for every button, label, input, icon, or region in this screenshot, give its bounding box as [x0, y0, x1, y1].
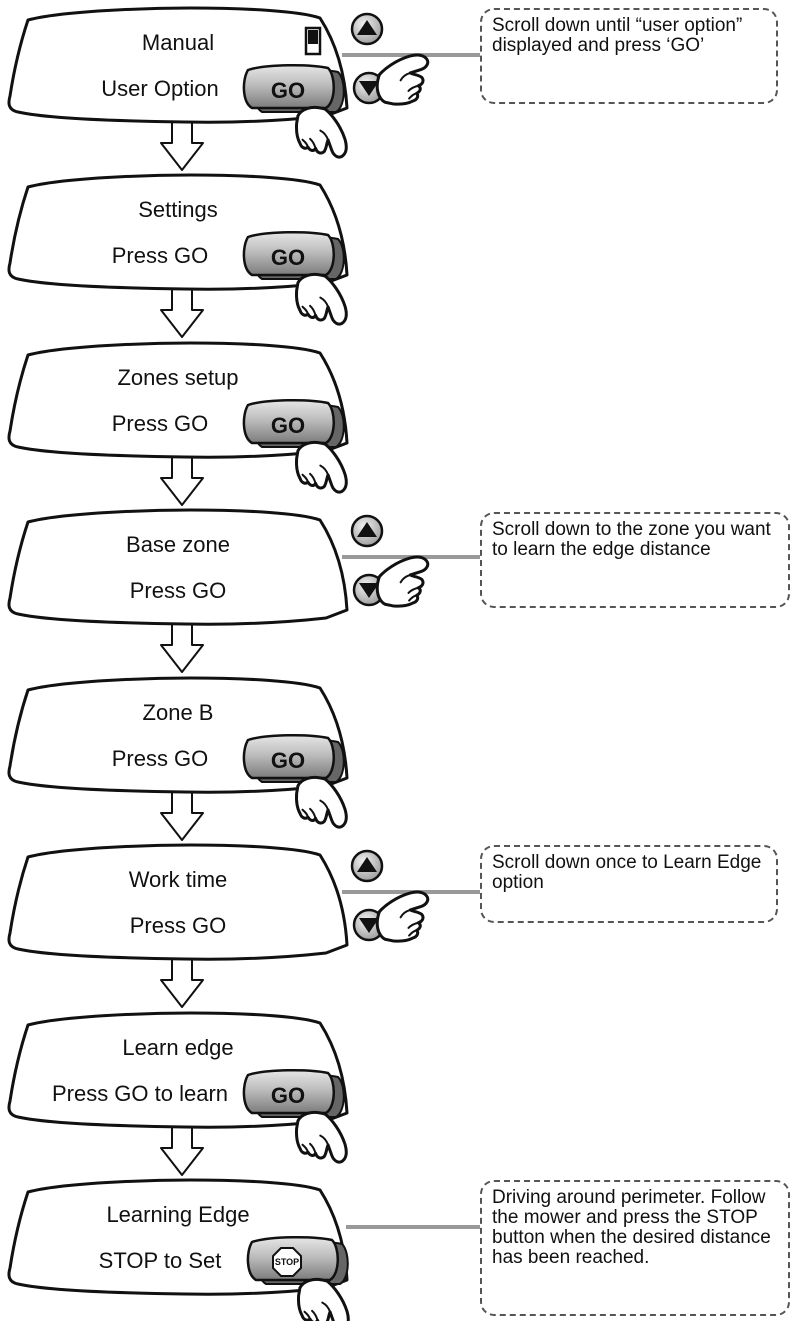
screen-line-2: Press GO	[112, 746, 209, 771]
go-button-label: GO	[271, 1083, 305, 1108]
go-button-label: GO	[271, 413, 305, 438]
screen-line-1: Zone B	[143, 700, 214, 725]
scroll-up-button[interactable]	[350, 849, 384, 883]
stop-sign-icon	[272, 1247, 302, 1277]
screen-line-1: Base zone	[126, 532, 230, 557]
down-arrow-icon	[359, 583, 379, 598]
stop-button-label: STOP	[275, 1257, 299, 1267]
up-arrow-icon	[357, 20, 377, 35]
lcd-screen	[7, 508, 349, 626]
pointing-hand-icon	[367, 47, 443, 116]
down-flow-arrow-icon	[160, 117, 204, 171]
go-button[interactable]: GO	[242, 230, 345, 280]
up-arrow-icon	[357, 857, 377, 872]
screen-line-2: Press GO to learn	[52, 1081, 228, 1106]
go-button[interactable]: GO	[242, 1068, 345, 1118]
down-flow-arrow-icon	[160, 787, 204, 841]
screen-line-1: Manual	[142, 30, 214, 55]
scroll-up-button[interactable]	[350, 12, 384, 46]
go-button-label: GO	[271, 245, 305, 270]
screen-line-2: STOP to Set	[99, 1248, 222, 1273]
screen-line-2: Press GO	[130, 913, 227, 938]
screen-line-2: Press GO	[130, 578, 227, 603]
stop-button[interactable]: STOP	[246, 1235, 349, 1285]
screen-line-2: Press GO	[112, 243, 209, 268]
pointing-hand-icon	[367, 549, 443, 618]
screen-line-1: Learn edge	[122, 1035, 233, 1060]
up-arrow-icon	[357, 522, 377, 537]
screen-line-1: Zones setup	[117, 365, 238, 390]
down-flow-arrow-icon	[160, 284, 204, 338]
go-button[interactable]: GO	[242, 733, 345, 783]
screen-line-1: Work time	[129, 867, 228, 892]
screen-line-1: Learning Edge	[106, 1202, 249, 1227]
instruction-note: Driving around perimeter. Follow the mow…	[480, 1180, 790, 1316]
instruction-note: Scroll down once to Learn Edge option	[480, 845, 778, 923]
down-arrow-icon	[359, 918, 379, 933]
go-button[interactable]: GO	[242, 398, 345, 448]
screen-line-2: User Option	[101, 76, 218, 101]
scroll-up-button[interactable]	[350, 514, 384, 548]
screen-line-2: Press GO	[112, 411, 209, 436]
lcd-screen	[7, 843, 349, 961]
battery-icon	[304, 26, 322, 56]
down-flow-arrow-icon	[160, 1122, 204, 1176]
instruction-note: Scroll down to the zone you want to lear…	[480, 512, 790, 608]
note-connectors	[342, 53, 480, 1229]
down-flow-arrow-icon	[160, 954, 204, 1008]
pointing-hand-icon	[367, 884, 443, 953]
go-button-label: GO	[271, 748, 305, 773]
screen-line-1: Settings	[138, 197, 218, 222]
go-button[interactable]: GO	[242, 63, 345, 113]
down-flow-arrow-icon	[160, 619, 204, 673]
down-arrow-icon	[359, 81, 379, 96]
instruction-note: Scroll down until “user option” displaye…	[480, 8, 778, 104]
down-flow-arrow-icon	[160, 452, 204, 506]
step-5: Zone B Press GO GO	[7, 676, 355, 843]
go-button-label: GO	[271, 78, 305, 103]
